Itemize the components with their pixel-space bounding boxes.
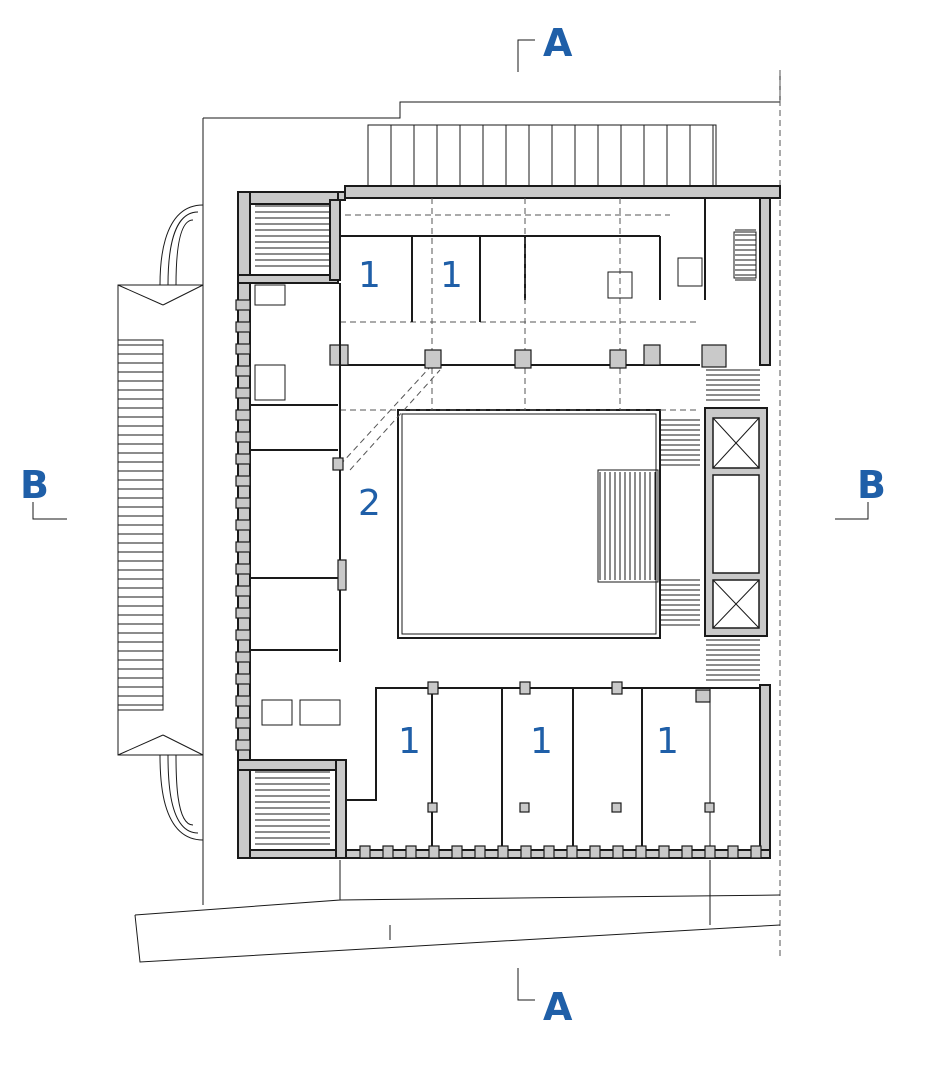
north-canopy — [367, 124, 717, 188]
room-label-south-3: 1 — [656, 721, 679, 762]
room-label-south-1: 1 — [398, 721, 421, 762]
section-label-a-top: A — [543, 21, 573, 65]
north-wing — [329, 198, 757, 471]
section-label-b-left: B — [20, 463, 49, 507]
west-ramp — [117, 204, 204, 841]
section-label-a-bottom: A — [543, 985, 573, 1029]
room-label-north-1: 1 — [358, 255, 381, 296]
section-marker-b-right — [835, 502, 869, 520]
room-label-south-2: 1 — [530, 721, 553, 762]
west-wing — [235, 283, 347, 751]
stairs — [255, 205, 760, 845]
section-marker-a-bottom — [517, 968, 535, 1001]
elevator-core — [704, 407, 768, 637]
outer-walls — [237, 185, 781, 859]
section-marker-a-top — [517, 39, 535, 72]
room-label-west-corridor: 2 — [358, 483, 381, 524]
section-marker-b-left — [32, 502, 67, 520]
site-outline — [134, 70, 781, 963]
south-wing — [346, 681, 762, 859]
room-label-north-2: 1 — [440, 255, 463, 296]
courtyard — [397, 409, 700, 639]
section-label-b-right: B — [857, 463, 886, 507]
